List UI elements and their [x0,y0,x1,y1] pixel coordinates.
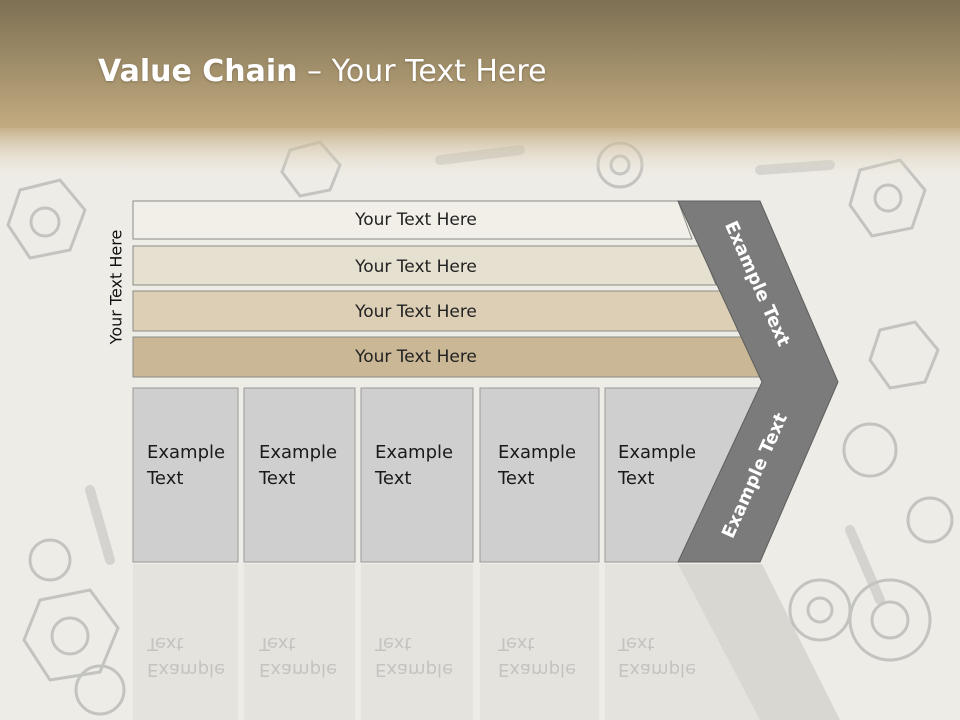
box-5-reflection-text: Example Text [618,630,708,682]
refl-5-line-2: Text [618,633,655,654]
box-1-line-1: Example [147,442,226,463]
refl-1-line-2: Text [147,633,184,654]
margin-chevron [677,200,839,563]
slide-title: Value Chain – Your Text Here [98,54,547,89]
box-1-reflection-text: Example Text [147,630,237,682]
box-3-line-1: Example [375,442,454,463]
box-5-line-1: Example [618,442,697,463]
box-3-line-2: Text [375,468,412,489]
activity-box-3 [360,387,474,563]
refl-2-line-2: Text [259,633,296,654]
refl-4-line-2: Text [498,633,535,654]
title-bold: Value Chain [98,54,298,89]
bar-label-2: Your Text Here [354,257,477,277]
refl-2-line-1: Example [259,659,338,680]
box-2-line-1: Example [259,442,338,463]
refl-1-line-1: Example [147,659,226,680]
box-reflection-group [133,564,840,720]
bar-shape-2 [132,245,717,286]
bar-label-1: Your Text Here [354,210,477,230]
box-3-reflection-text: Example Text [375,630,465,682]
box-2-line-2: Text [259,468,296,489]
box-1-line-2: Text [147,468,184,489]
box-5-line-2: Text [618,468,655,489]
box-4-line-2: Text [498,468,535,489]
bar-shape-1 [132,200,693,240]
refl-3-line-1: Example [375,659,454,680]
title-rest: – Your Text Here [297,54,547,89]
box-4-reflection-text: Example Text [498,630,588,682]
activity-box-1 [132,387,239,563]
refl-4-line-1: Example [498,659,577,680]
bar-label-4: Your Text Here [354,347,477,367]
bar-label-3: Your Text Here [354,302,477,322]
activity-box-2 [243,387,356,563]
box-2-reflection-text: Example Text [259,630,349,682]
box-4-line-1: Example [498,442,577,463]
activity-box-4 [479,387,600,563]
refl-5-line-1: Example [618,659,697,680]
refl-3-line-2: Text [375,633,412,654]
